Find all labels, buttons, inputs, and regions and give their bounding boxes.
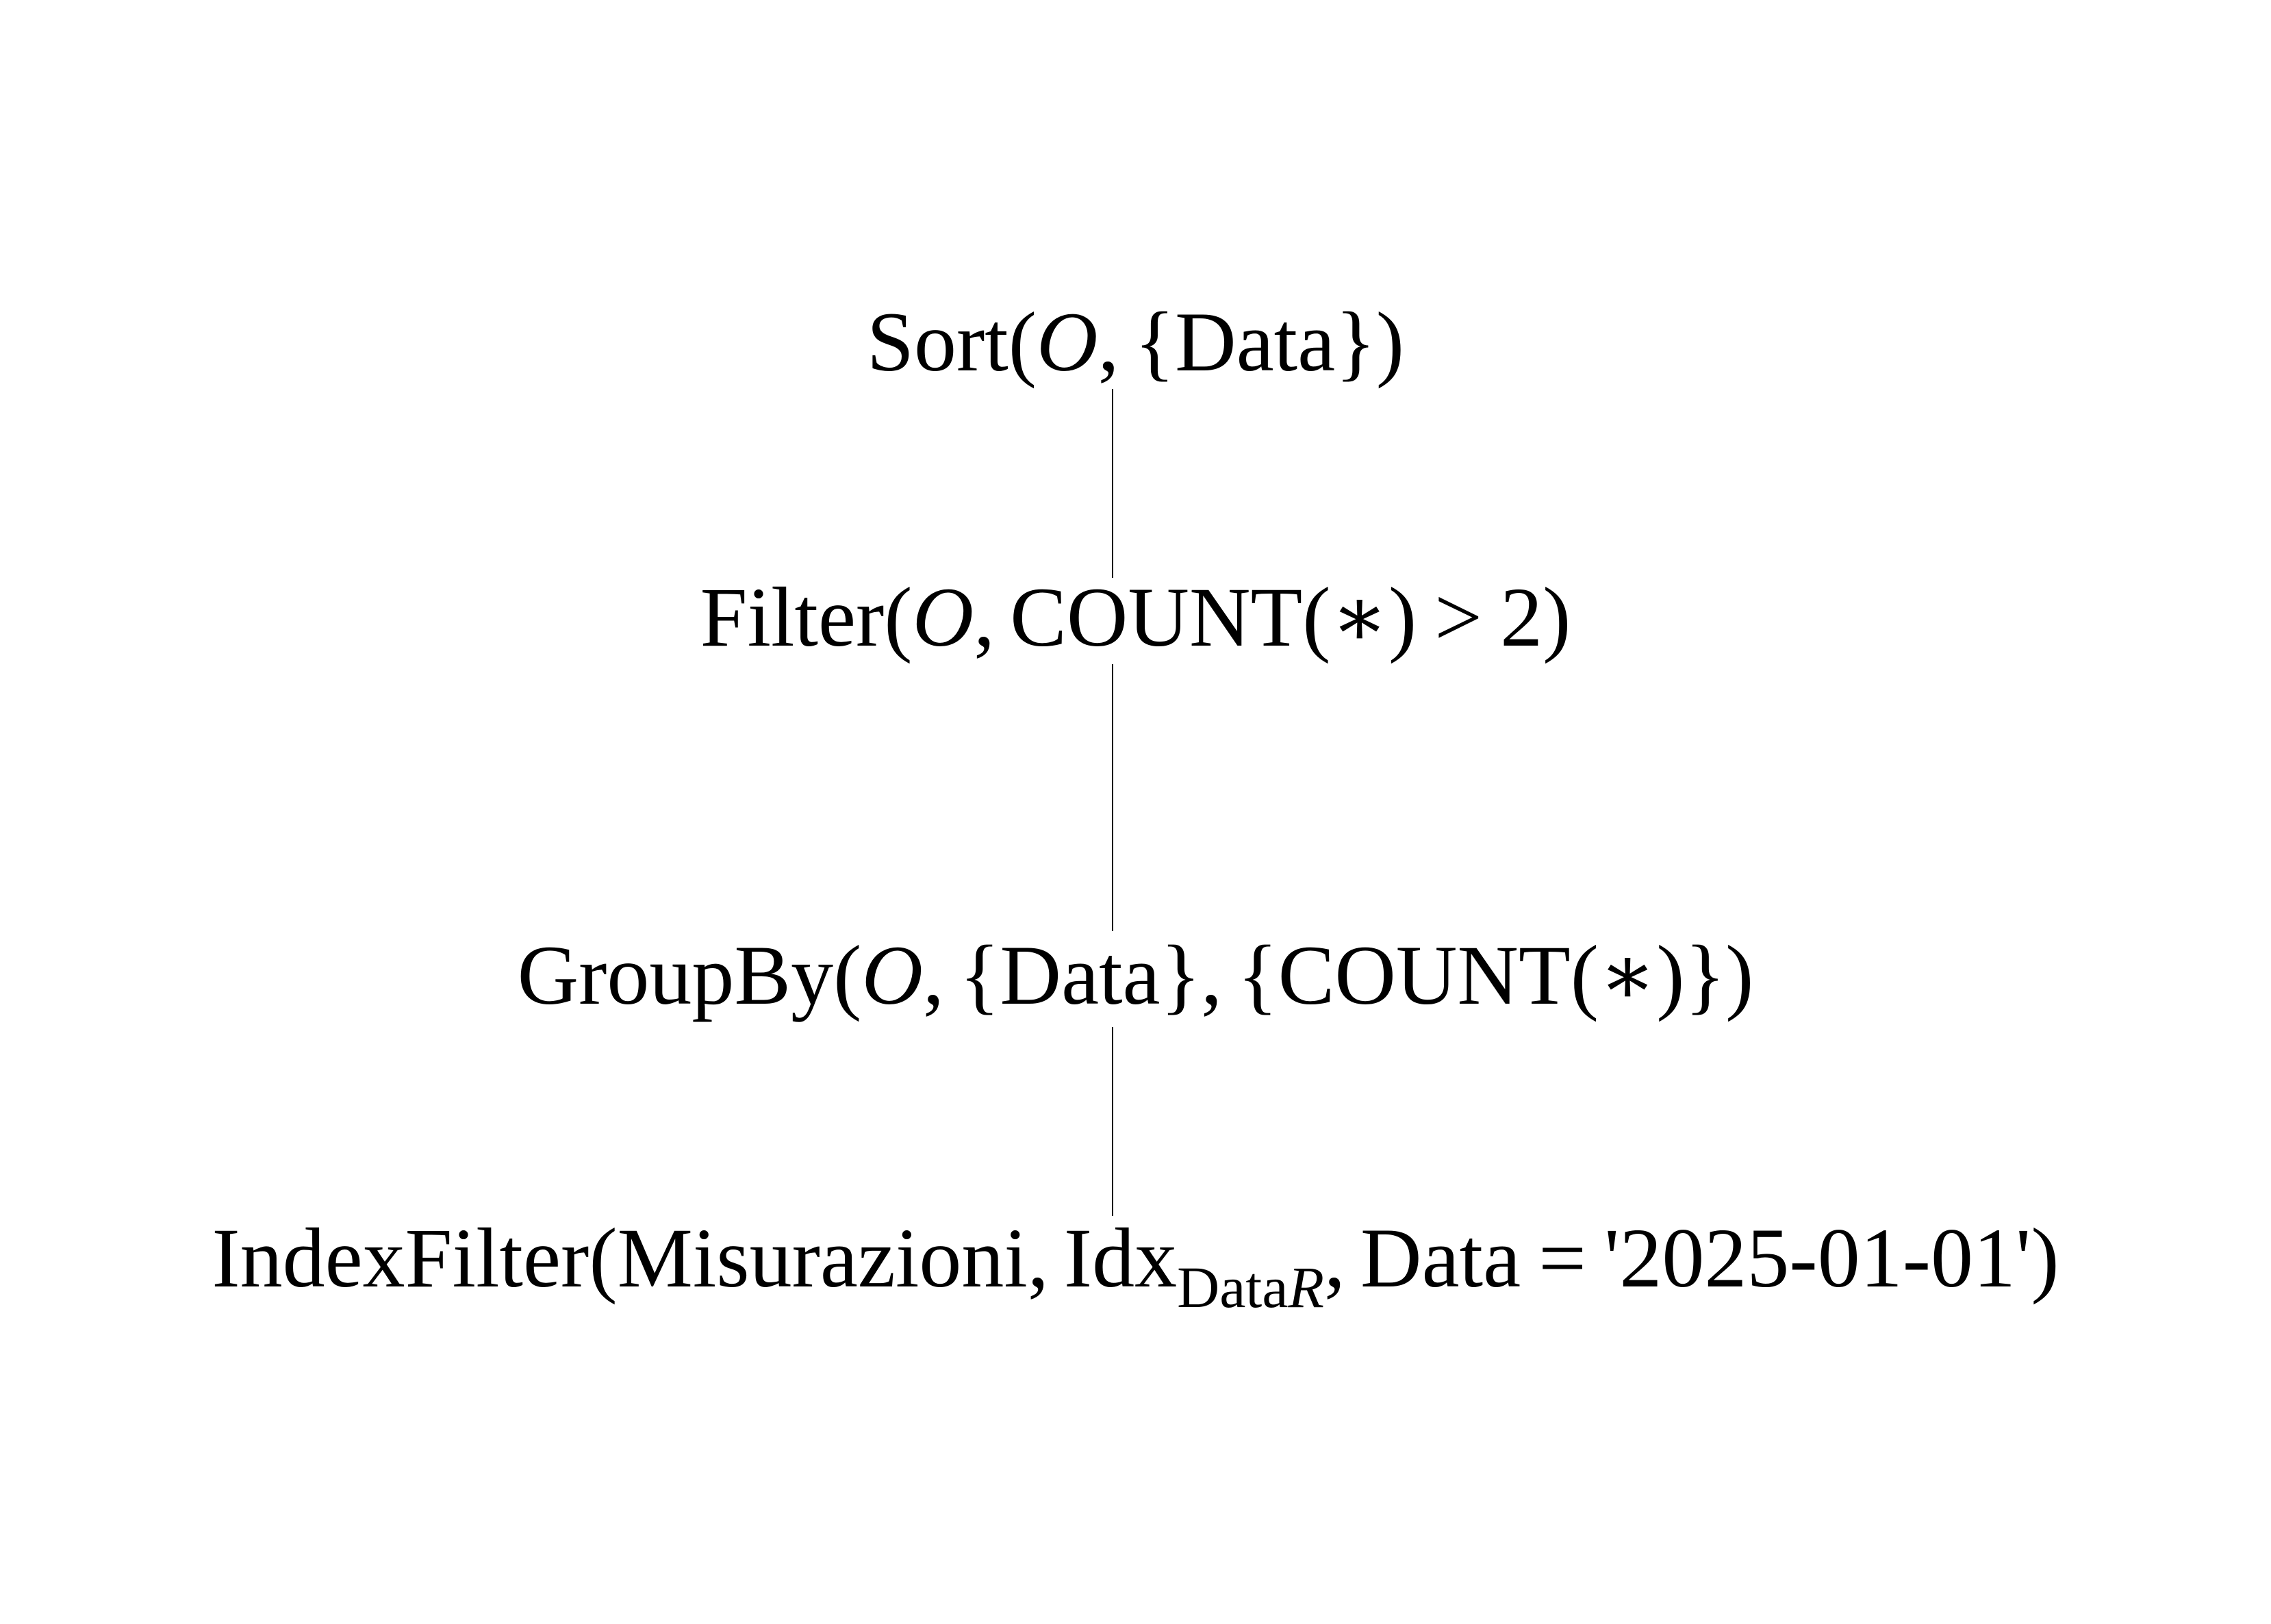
groupby-operator-name: GroupBy: [517, 928, 834, 1022]
groupby-relation: O: [861, 928, 923, 1022]
sort-relation: O: [1037, 295, 1098, 389]
filter-operator-name: Filter: [700, 570, 885, 664]
sort-operator-name: Sort: [867, 295, 1008, 389]
filter-value: 2: [1500, 570, 1543, 664]
sort-args: {Data}: [1134, 295, 1376, 389]
indexfilter-table: Misurazioni: [617, 1211, 1028, 1305]
indexfilter-index-sub-text: Data: [1177, 1254, 1289, 1320]
indexfilter-comparison-operator: =: [1538, 1211, 1587, 1305]
indexfilter-index-base: Idx: [1063, 1211, 1178, 1305]
indexfilter-index-sub-italic: R: [1288, 1254, 1325, 1320]
filter-node: Filter(O,COUNT(∗)>2): [700, 570, 1571, 664]
indexfilter-value: '2025-01-01': [1604, 1211, 2031, 1305]
sort-node: Sort(O,{Data}): [867, 295, 1404, 389]
indexfilter-attribute: Data: [1360, 1211, 1521, 1305]
indexfilter-operator-name: IndexFilter: [212, 1211, 589, 1305]
edge-sort-filter: [1112, 389, 1113, 578]
edge-groupby-indexfilter: [1112, 1027, 1113, 1216]
groupby-node: GroupBy(O,{Data},{COUNT(∗)}): [517, 928, 1754, 1022]
filter-relation: O: [912, 570, 974, 664]
indexfilter-node: IndexFilter(Misurazioni,IdxDataR,Data='2…: [212, 1211, 2059, 1320]
groupby-keys: {Data}: [959, 928, 1202, 1022]
filter-comparison-operator: >: [1434, 570, 1483, 664]
indexfilter-index-subscript: DataR: [1177, 1254, 1324, 1320]
edge-filter-groupby: [1112, 664, 1113, 931]
filter-aggregate: COUNT(∗): [1010, 570, 1417, 664]
groupby-aggregates: {COUNT(∗)}: [1237, 928, 1726, 1022]
